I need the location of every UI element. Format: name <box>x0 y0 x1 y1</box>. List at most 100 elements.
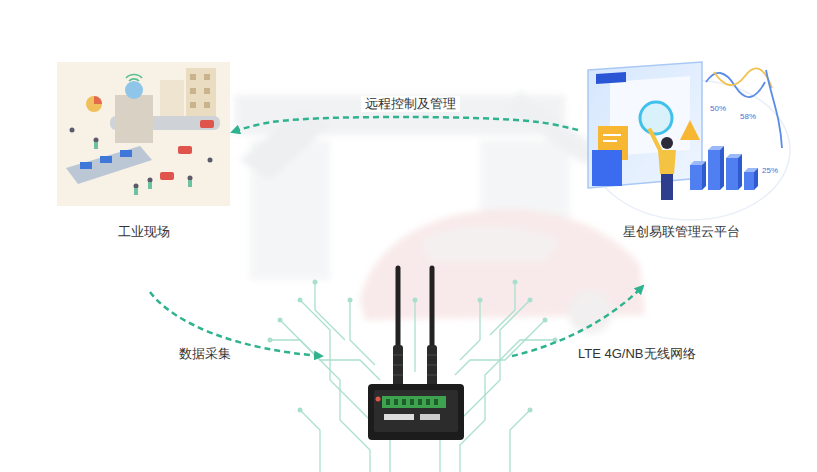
circuit-dot-part <box>528 408 533 413</box>
panel-caption: 星创易联管理云平台 <box>620 224 743 240</box>
router-device-part <box>384 414 414 420</box>
platform-illustration-part-part <box>744 172 754 190</box>
factory-illustration-part <box>80 162 92 169</box>
platform-illustration-part-part <box>754 168 758 190</box>
platform-illustration-part-part <box>690 165 702 190</box>
router-device-part-part <box>418 399 422 405</box>
circuit-dot-part <box>478 298 483 303</box>
circuit-trace-part <box>490 282 515 335</box>
router-device-part-part <box>402 399 406 405</box>
router-device-part-part <box>394 399 398 405</box>
circuit-dot-part <box>543 318 548 323</box>
platform-illustration-part <box>603 134 621 136</box>
factory-illustration-part-part <box>148 178 153 183</box>
factory-illustration-part <box>94 96 102 104</box>
factory-illustration-part-part <box>188 176 193 181</box>
factory-illustration-part-part <box>204 74 210 80</box>
platform-illustration-part <box>588 62 702 188</box>
circuit-trace-part <box>270 340 370 472</box>
factory-illustration-part <box>94 142 192 195</box>
factory-illustration-part <box>115 95 153 143</box>
router-device-part <box>374 390 458 432</box>
factory-illustration-part-part <box>190 88 196 94</box>
platform-illustration-part <box>592 150 622 186</box>
circuit-trace-part <box>455 320 545 375</box>
circuit-trace-part <box>414 300 415 372</box>
factory-illustration-part <box>57 62 230 206</box>
router-device-part-part <box>393 365 403 366</box>
router-device-part-part <box>426 399 430 405</box>
platform-illustration-part <box>640 102 672 134</box>
circuit-trace-part <box>460 340 555 472</box>
edge-label: 远程控制及管理 <box>361 96 460 112</box>
router-device-part-part <box>393 375 403 376</box>
router-device-part-part <box>427 375 437 376</box>
circuit-dot-part <box>298 408 303 413</box>
router-device-part <box>376 397 381 402</box>
factory-illustration <box>57 62 230 206</box>
factory-illustration-part <box>178 146 192 154</box>
factory-illustration-part <box>160 172 174 180</box>
router-device-part-part <box>427 365 437 366</box>
platform-illustration-part-part <box>720 146 724 190</box>
factory-illustration-part <box>66 146 152 184</box>
router-device-part-part <box>393 355 403 356</box>
illustration-panel: 星创易联管理云平台 <box>578 60 784 240</box>
circuit-trace-part <box>280 320 380 380</box>
factory-illustration-part <box>86 96 102 112</box>
factory-illustration-part-part <box>94 142 98 149</box>
platform-illustration-part <box>596 72 626 84</box>
circuit-dot-part <box>528 298 533 303</box>
platform-illustration-part <box>680 120 700 140</box>
factory-illustration-part <box>126 75 142 81</box>
factory-illustration-part <box>200 120 214 128</box>
control-arrow <box>232 117 578 132</box>
router-device-part <box>393 355 437 375</box>
circuit-dot-part <box>413 298 418 303</box>
factory-illustration-part-part <box>94 138 99 143</box>
faded-background-part <box>505 90 600 165</box>
chart-value: 50% <box>710 104 726 114</box>
circuit-trace-part <box>350 300 375 365</box>
platform-illustration-part-part <box>726 158 738 190</box>
platform-illustration <box>588 62 790 220</box>
factory-illustration-part-part <box>204 88 210 94</box>
circuit-dot-part <box>348 298 353 303</box>
factory-illustration-part-part <box>190 102 196 108</box>
flow-label: LTE 4G/NB无线网络 <box>575 346 699 362</box>
platform-illustration-part-part <box>738 154 742 190</box>
circuit-trace-part <box>460 300 480 360</box>
circuit-trace-part <box>315 282 345 340</box>
router-device-part <box>382 396 446 408</box>
circuit-dot-part <box>513 280 518 285</box>
router-device <box>368 268 464 440</box>
router-device-part-part <box>434 399 438 405</box>
router-device-part <box>420 414 440 420</box>
flow-label: 数据采集 <box>176 346 234 362</box>
factory-illustration-part-part <box>204 102 210 108</box>
panel-caption: 工业现场 <box>115 224 173 240</box>
platform-illustration-part <box>714 68 772 88</box>
platform-illustration-part-part <box>708 150 720 190</box>
circuit-trace-part <box>300 410 320 472</box>
factory-illustration-part <box>100 156 112 163</box>
router-device-part <box>427 345 437 389</box>
router-device-part-part <box>386 399 390 405</box>
platform-illustration-part <box>658 150 676 174</box>
factory-illustration-part <box>190 74 210 108</box>
router-device-part <box>393 345 403 389</box>
router-device-part <box>386 399 438 405</box>
factory-illustration-part <box>70 128 213 189</box>
chart-value: 25% <box>762 166 778 176</box>
factory-illustration-part-part <box>188 180 192 187</box>
circuit-trace <box>270 282 555 472</box>
platform-illustration-part <box>690 146 758 190</box>
circuit-trace-part <box>510 410 530 472</box>
circuit-dot-part <box>313 280 318 285</box>
router-device-part <box>368 384 464 440</box>
faded-background <box>235 90 645 334</box>
factory-illustration-part-part <box>134 184 139 189</box>
platform-illustration-part <box>661 174 673 200</box>
